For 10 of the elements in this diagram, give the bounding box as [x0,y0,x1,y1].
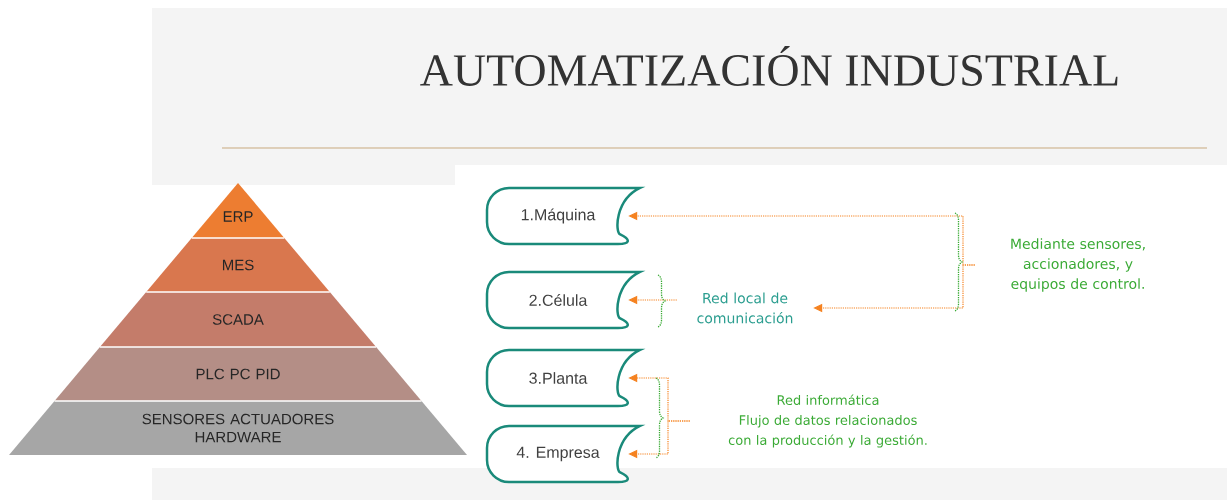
pyramid-band: SENSORES ACTUADORES HARDWARE [9,400,467,455]
pyramid-band: SCADA [99,291,377,347]
pyramid-band: ERP [191,183,285,238]
note-text: Red informática Flujo de datos relacionados con la producción y la gestión. [728,394,927,448]
pyramid-band: PLC PC PID [54,346,422,401]
title: AUTOMATIZACIÓN INDUSTRIAL [420,46,1118,86]
note-text: Mediante sensores, accionadores, y equipos de control. [1011,238,1145,292]
note-text: Red local de comunicación [697,292,793,324]
pyramid-band: MES [146,237,330,292]
node-label: 4. Empresa [516,446,600,462]
